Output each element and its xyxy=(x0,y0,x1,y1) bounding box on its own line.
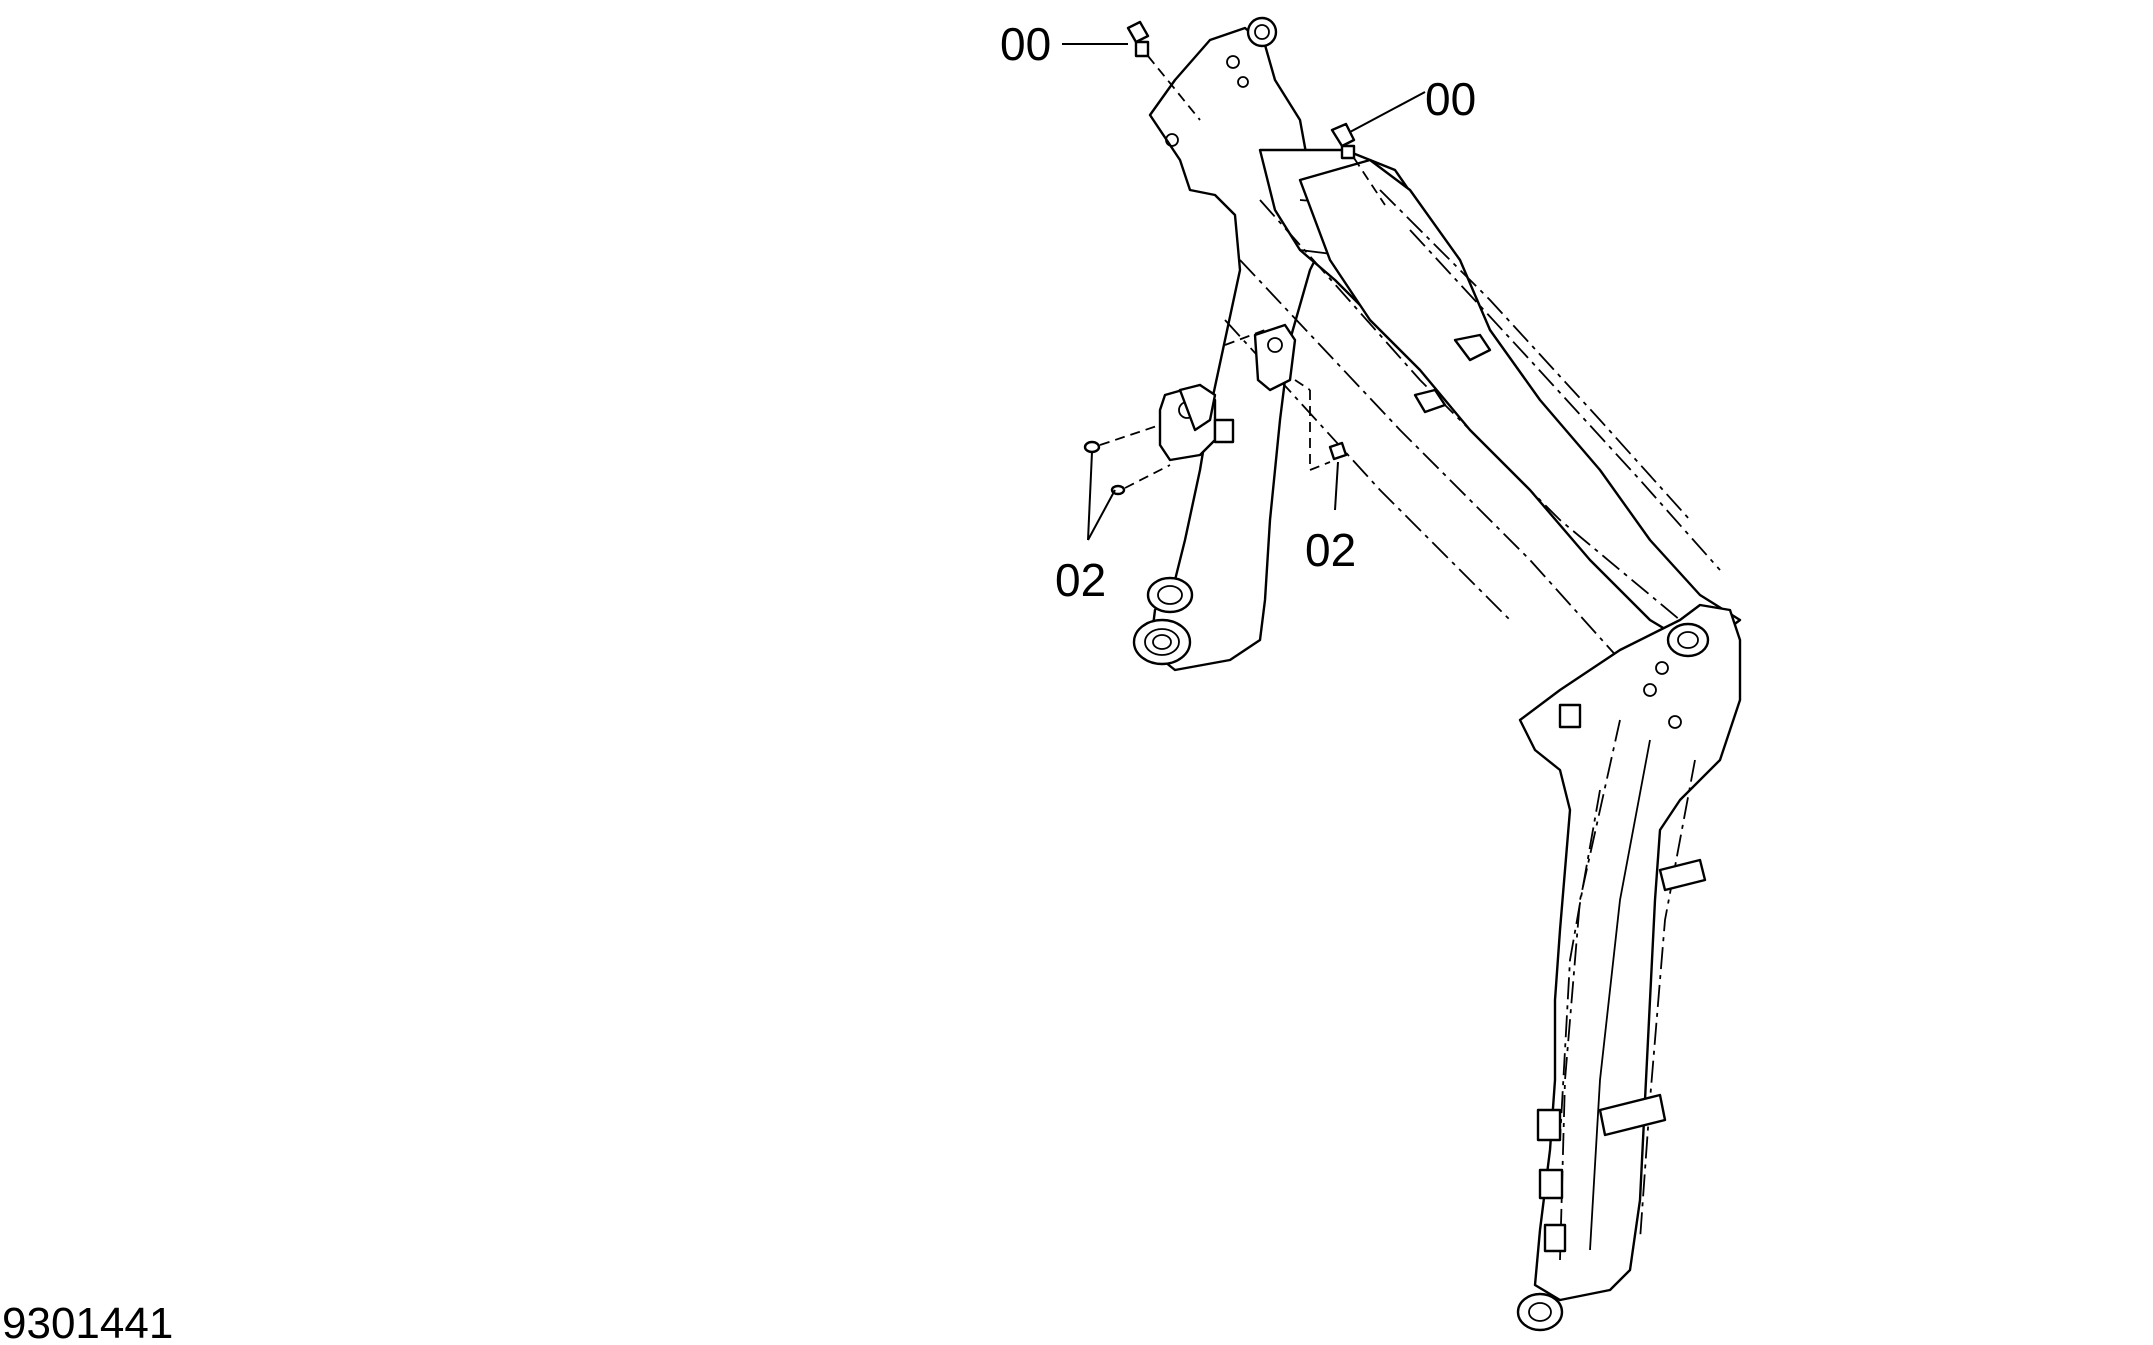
drawing-number: 9301441 xyxy=(2,1299,173,1345)
callout-label-grease-nipple-upper-left: 00 xyxy=(1000,18,1051,70)
boom-bracket-1 xyxy=(1453,333,1492,362)
arm-bucket-pin-eye xyxy=(1516,1292,1564,1332)
boom-upper-beam xyxy=(1298,158,1742,652)
boom-foot-bracket xyxy=(1148,26,1332,672)
callout-label-plug-right: 02 xyxy=(1305,524,1356,576)
arm-clamp-2 xyxy=(1538,1168,1564,1200)
callout-label-grease-nipple-upper-right: 00 xyxy=(1425,73,1476,125)
callout-label-plug-left: 02 xyxy=(1055,554,1106,606)
boom-top-pivot-eye xyxy=(1246,16,1278,48)
plug-left-parts xyxy=(1083,424,1171,496)
boom-foot-boss-lower xyxy=(1132,618,1192,666)
plug-part xyxy=(1083,440,1101,454)
arm-clamp-1 xyxy=(1536,1108,1562,1142)
arm-bracket-lower xyxy=(1598,1093,1667,1137)
arm-outline xyxy=(1518,603,1742,1302)
plug-right-parts xyxy=(1309,390,1348,472)
grease-nipple-upper-left xyxy=(1126,20,1201,121)
arm-top-pivot-eye xyxy=(1666,622,1710,658)
valve-assembly-center xyxy=(1224,323,1311,392)
plug-part xyxy=(1328,441,1348,461)
valve-assembly-left xyxy=(1158,383,1235,462)
boom-body xyxy=(1132,16,1742,672)
boom-bracket-2 xyxy=(1413,388,1447,414)
boom-pin-hole xyxy=(1226,55,1240,69)
arm-clamp-3 xyxy=(1543,1223,1567,1253)
arm-body xyxy=(1516,603,1742,1332)
arm-side-block xyxy=(1558,703,1582,729)
arm-bracket-upper xyxy=(1658,858,1707,892)
boom-foot-boss-upper xyxy=(1146,576,1194,614)
grease-nipple-upper-right xyxy=(1330,122,1386,206)
leader-lines xyxy=(1062,43,1426,541)
